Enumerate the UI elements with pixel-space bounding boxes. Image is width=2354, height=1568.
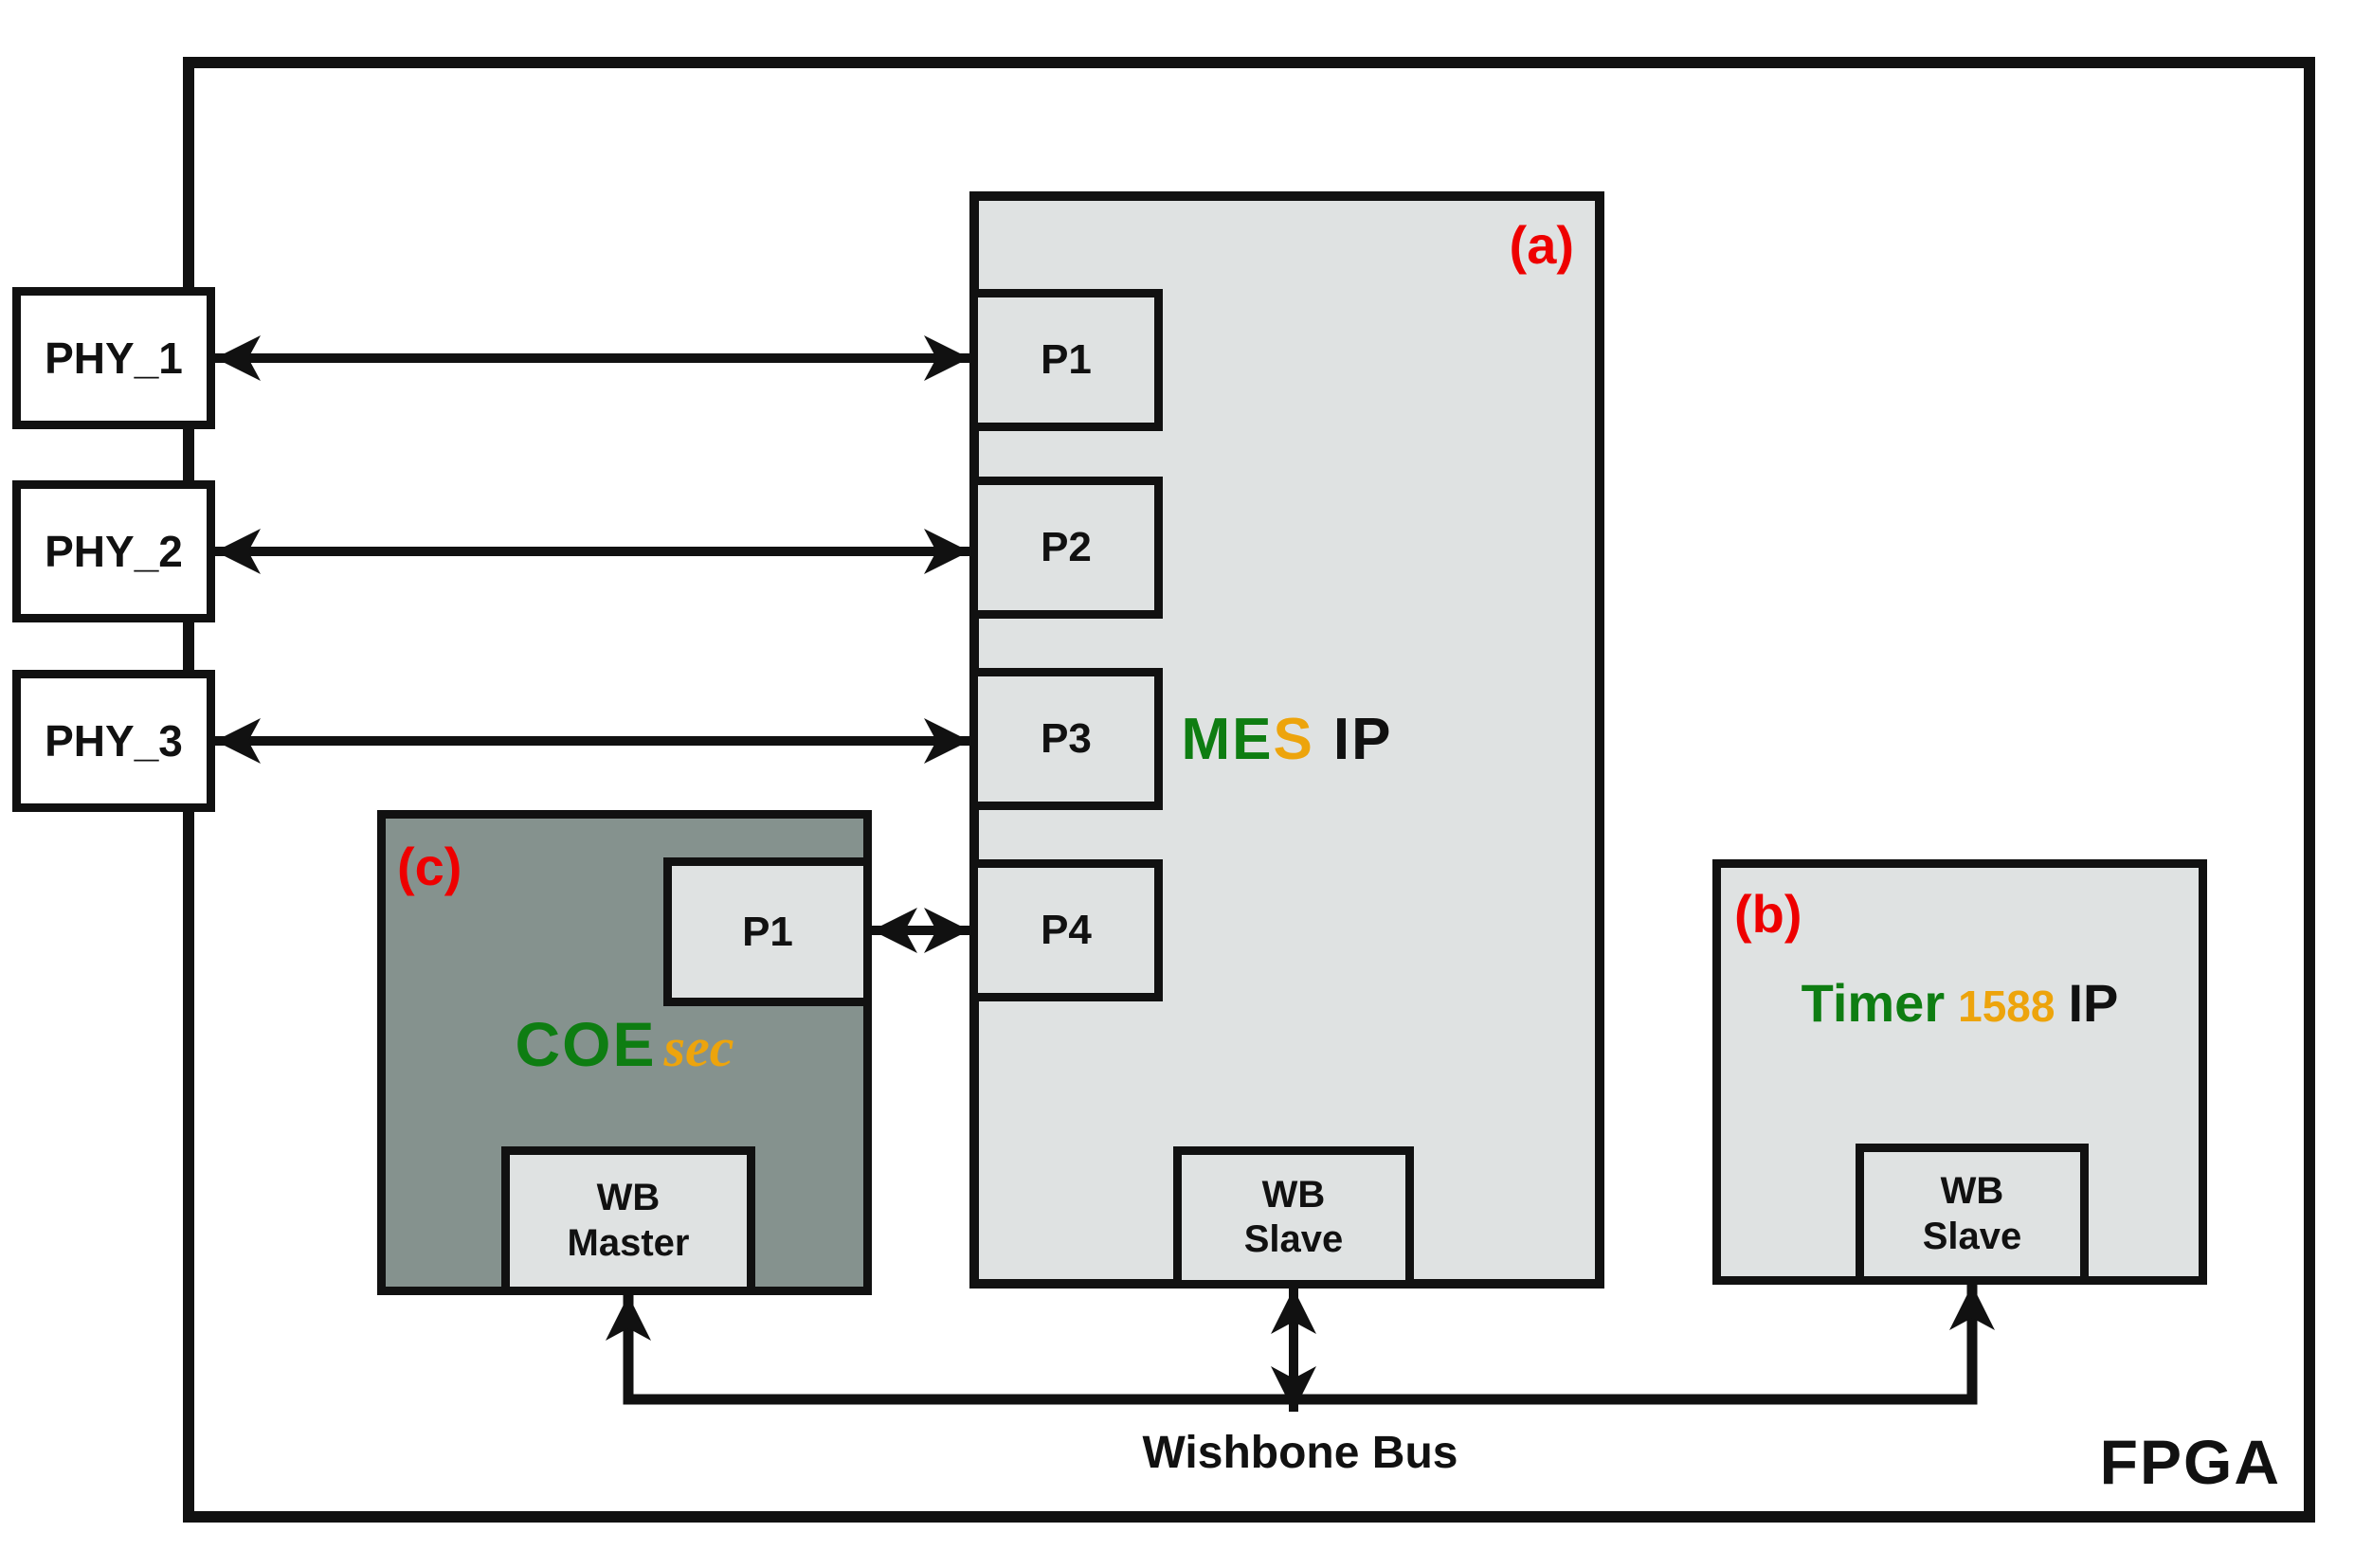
mes-title-green-part: ME bbox=[1181, 707, 1274, 772]
timer-wb-slave-box: WB Slave bbox=[1856, 1144, 2089, 1285]
mes-wb-slave-box: WB Slave bbox=[1173, 1146, 1414, 1289]
mes-wb-slave-line2: Slave bbox=[1243, 1218, 1344, 1260]
mes-port-p3-label: P3 bbox=[1041, 715, 1092, 762]
coesec-title-orange-part: sec bbox=[663, 1017, 734, 1078]
mes-ip-box: (a) MES IP P1 P2 P3 P4 WB Slave bbox=[969, 191, 1604, 1289]
figure-tag-a: (a) bbox=[1509, 215, 1574, 275]
mes-port-p2-label: P2 bbox=[1041, 524, 1092, 570]
phy-3-label: PHY_3 bbox=[45, 716, 183, 766]
phy-2-label: PHY_2 bbox=[45, 527, 183, 576]
timer-title-black-part: IP bbox=[2068, 973, 2119, 1033]
mes-port-p1-box: P1 bbox=[969, 289, 1163, 431]
mes-port-p4-label: P4 bbox=[1041, 907, 1092, 953]
timer-wb-slave-line1: WB bbox=[1940, 1170, 2004, 1213]
coesec-title-green-part: COE bbox=[515, 1009, 657, 1079]
mes-title-black-part: IP bbox=[1332, 707, 1393, 772]
timer-title-orange-part: 1588 bbox=[1958, 982, 2055, 1031]
wishbone-bus-label: Wishbone Bus bbox=[1142, 1428, 1458, 1478]
timer-title-green-part: Timer bbox=[1801, 973, 1946, 1033]
mes-port-p3-box: P3 bbox=[969, 668, 1163, 810]
timer-wb-slave-line2: Slave bbox=[1922, 1215, 2022, 1257]
coesec-wb-master-line1: WB bbox=[596, 1177, 661, 1219]
figure-tag-b: (b) bbox=[1734, 884, 1802, 944]
phy-2-box: PHY_2 bbox=[12, 480, 215, 622]
mes-port-p1-label: P1 bbox=[1041, 336, 1092, 383]
figure-tag-c: (c) bbox=[397, 837, 462, 896]
phy-1-box: PHY_1 bbox=[12, 287, 215, 429]
coesec-wb-master-box: WB Master bbox=[501, 1146, 755, 1295]
mes-title-orange-part: S bbox=[1273, 707, 1314, 772]
coesec-port-p1-label: P1 bbox=[742, 908, 793, 955]
phy-1-label: PHY_1 bbox=[45, 333, 183, 383]
mes-port-p2-box: P2 bbox=[969, 477, 1163, 619]
mes-ip-title: MES IP bbox=[979, 706, 1595, 773]
coesec-wb-master-line2: Master bbox=[567, 1221, 690, 1264]
mes-wb-slave-line1: WB bbox=[1261, 1173, 1326, 1216]
fpga-label: FPGA bbox=[2099, 1427, 2281, 1497]
coesec-port-p1-box: P1 bbox=[663, 857, 872, 1006]
phy-3-box: PHY_3 bbox=[12, 670, 215, 812]
mes-port-p4-box: P4 bbox=[969, 859, 1163, 1001]
